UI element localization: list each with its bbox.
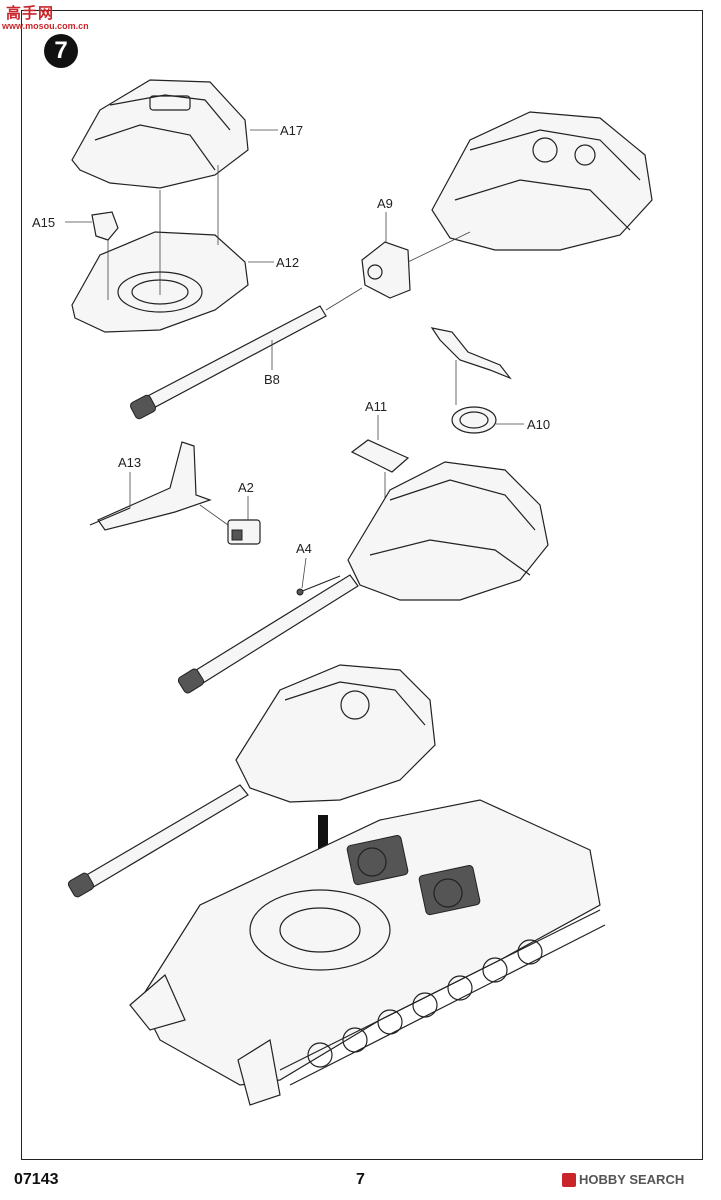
source-watermark-text: HOBBY SEARCH [579, 1172, 685, 1187]
road-wheels [307, 939, 543, 1068]
source-watermark: HOBBY SEARCH [562, 1172, 684, 1187]
part-a9-mantlet [361, 241, 411, 299]
label-b8: B8 [264, 372, 280, 387]
assembled-turret-middle [177, 461, 549, 694]
label-a12: A12 [276, 255, 300, 270]
instruction-frame [21, 10, 703, 1160]
part-a4-pin [296, 575, 341, 596]
product-code: 07143 [14, 1171, 59, 1188]
label-a10: A10 [527, 417, 551, 432]
site-watermark-url: www.mosou.com.cn [2, 21, 89, 31]
label-a4: A4 [296, 541, 312, 556]
part-a17-turret-upper [71, 79, 249, 189]
label-a17: A17 [280, 123, 304, 138]
site-watermark: 高手网 www.mosou.com.cn [2, 2, 89, 36]
mudguard-left [129, 974, 281, 1106]
hobby-search-logo-icon [562, 1172, 576, 1187]
part-a11-plate [350, 439, 410, 473]
part-a10-hatch-ring [451, 406, 497, 434]
page-number: 7 [356, 1171, 365, 1188]
label-a11: A11 [365, 399, 388, 414]
assembled-turret-top-right [431, 111, 653, 251]
tank-hull [139, 799, 606, 1086]
label-a2: A2 [238, 480, 254, 495]
label-a13: A13 [118, 455, 142, 470]
part-b8-barrel [129, 287, 363, 420]
label-a9: A9 [377, 196, 393, 211]
part-a13-machine-gun [89, 441, 212, 531]
assembled-turret-lower [67, 664, 436, 898]
site-watermark-chars: 高手网 [6, 5, 55, 22]
part-a2-ammo-box [227, 519, 261, 545]
label-a15: A15 [32, 215, 56, 230]
part-bracket-assembly [430, 327, 512, 380]
part-a15-bracket [91, 211, 119, 241]
step-number-badge: 7 [44, 34, 78, 68]
